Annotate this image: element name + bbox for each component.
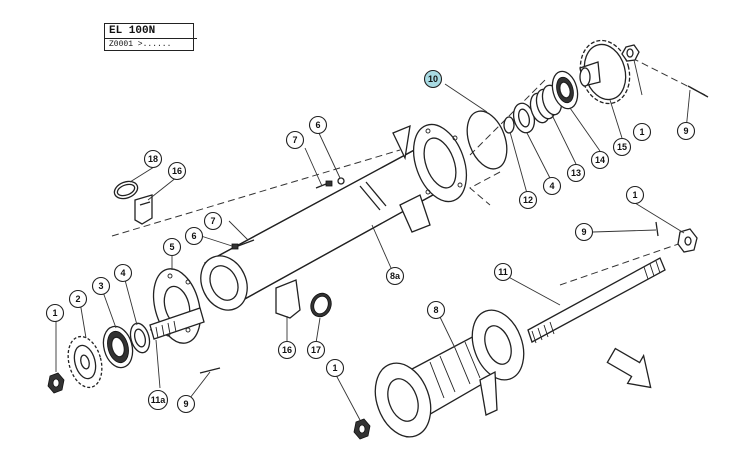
callout-18: 18 [143,149,163,169]
svg-text:7: 7 [292,135,297,145]
callout-11: 11 [493,262,513,282]
clip-16-top [134,194,153,225]
callout-14: 14 [590,150,610,170]
svg-text:6: 6 [315,120,320,130]
callout-1-left: 1 [45,303,65,323]
svg-text:1: 1 [632,190,637,200]
clip-16-bottom [275,279,301,319]
title-block: EL 100N Z0001 >...... [104,23,197,51]
nut-1-right [677,228,698,253]
svg-text:10: 10 [428,74,438,84]
pin-9-top [687,85,709,98]
callout-3: 3 [91,276,111,296]
nut-1-left [47,372,65,394]
callout-1-bottom: 1 [325,358,345,378]
svg-text:8: 8 [433,305,438,315]
sprocket-15 [579,39,631,105]
tube-bracket [399,194,431,233]
washer-12 [503,116,515,134]
hub-8 [374,309,525,438]
svg-text:13: 13 [571,168,581,178]
callout-15: 15 [612,137,632,157]
svg-text:14: 14 [595,155,605,165]
callout-8a: 8a [385,266,405,286]
svg-text:7: 7 [210,216,215,226]
svg-text:15: 15 [617,142,627,152]
code-label: Z0001 >...... [109,40,172,49]
svg-text:12: 12 [523,195,533,205]
bolt-set-top [315,177,345,189]
callout-12: 12 [518,190,538,210]
svg-text:4: 4 [120,268,125,278]
svg-text:9: 9 [183,399,188,409]
bearing-14 [551,70,579,110]
callout-8: 8 [426,300,446,320]
callout-9-top: 9 [676,121,696,141]
svg-text:9: 9 [581,227,586,237]
svg-text:4: 4 [549,181,554,191]
svg-text:5: 5 [169,242,174,252]
svg-text:3: 3 [98,281,103,291]
svg-text:1: 1 [332,363,337,373]
axis-line-upper [111,79,546,237]
gear-2 [67,335,103,389]
direction-arrow-icon [606,347,652,389]
cap-18 [113,180,139,200]
nut-1-bottom [353,418,371,440]
top-bracket [392,124,411,161]
callout-11a: 11a [147,389,169,411]
callout-6-mid: 6 [184,226,204,246]
callout-7-mid: 7 [203,211,223,231]
svg-text:6: 6 [191,231,196,241]
callout-4-top: 4 [542,176,562,196]
pin-9-right [655,221,659,237]
main-tube-8a [200,147,462,311]
svg-text:16: 16 [172,166,182,176]
callout-17: 17 [306,340,326,360]
callout-13: 13 [566,163,586,183]
svg-text:16: 16 [282,345,292,355]
svg-text:8a: 8a [390,271,401,281]
callout-10: 10 [423,69,443,89]
ring-10 [466,110,508,170]
callout-labels: 1 9 15 14 13 4 12 10 7 6 18 16 7 6 8a 5 … [45,69,696,414]
pin-9-bottom [199,367,221,374]
callout-1-right: 1 [625,185,645,205]
callout-16-bottom: 16 [277,340,297,360]
svg-text:18: 18 [148,154,158,164]
shaft-11 [527,257,666,344]
svg-text:9: 9 [683,126,688,136]
svg-text:1: 1 [639,127,644,137]
callout-2: 2 [68,289,88,309]
svg-text:1: 1 [52,308,57,318]
leader-lines [55,59,691,421]
svg-text:2: 2 [75,294,80,304]
callout-7-top: 7 [285,130,305,150]
model-label: EL 100N [105,24,197,39]
seal-ring-4-left [129,322,151,354]
callout-5: 5 [162,237,182,257]
callout-6-top: 6 [308,115,328,135]
axis-line-flange [469,171,501,206]
callout-16-top: 16 [167,161,187,181]
nut-1-top [621,44,640,62]
bolt-set-middle [231,239,255,250]
svg-text:17: 17 [311,345,321,355]
shaft-11a [149,307,205,340]
svg-text:11a: 11a [151,395,167,405]
axis-line-right [559,239,691,286]
svg-text:11: 11 [498,267,508,277]
callout-1-top: 1 [632,122,652,142]
callout-9-right: 9 [574,222,594,242]
bearing-3 [102,325,134,369]
tube-flange [392,123,468,203]
callout-4-left: 4 [113,263,133,283]
callout-9-bottom: 9 [176,394,196,414]
cap-17 [310,292,332,318]
